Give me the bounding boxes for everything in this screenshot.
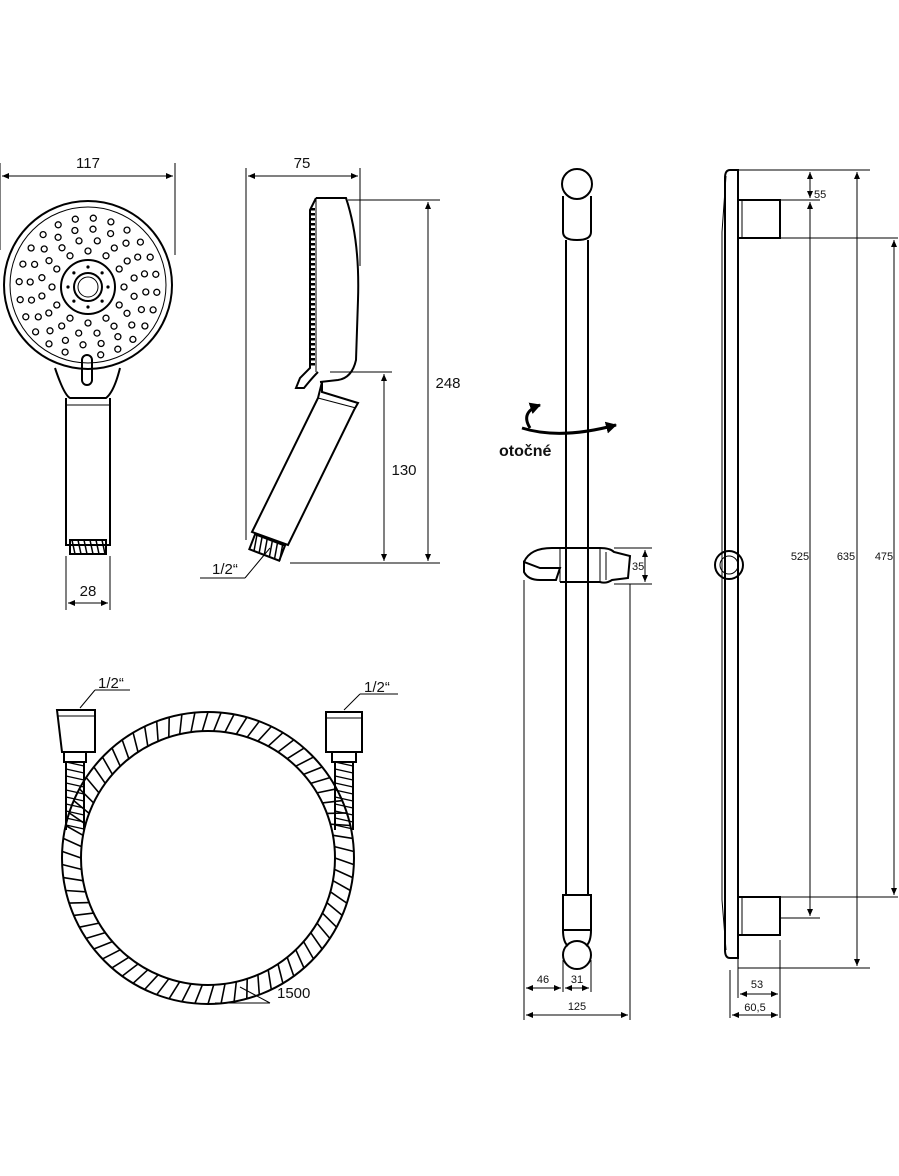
dim-handle-diameter: 28 <box>80 583 97 600</box>
label-thread-side: 1/2“ <box>212 561 238 578</box>
dim-wall-53: 53 <box>751 979 763 991</box>
dim-head-width: 117 <box>76 155 100 172</box>
dim-offset-31: 31 <box>571 974 583 986</box>
hand-shower-front-view: 117 28 <box>0 155 176 610</box>
dim-handle-height: 130 <box>391 462 416 479</box>
dim-wall-60-5: 60,5 <box>744 1002 765 1014</box>
dim-side-width: 75 <box>294 155 311 172</box>
shower-hose: 1/2“ 1/2“ 1500 <box>55 675 398 1005</box>
label-rotation: otočné <box>499 443 552 460</box>
hose-coil <box>61 711 355 1005</box>
dim-rail-635: 635 <box>837 551 855 563</box>
nozzle-pattern <box>15 214 161 359</box>
hand-shower-side-view: 75 1/2“ 248 130 <box>200 155 461 579</box>
thread-side <box>248 532 287 562</box>
label-hose-thread-right: 1/2“ <box>364 679 390 696</box>
label-hose-thread-left: 1/2“ <box>98 675 124 692</box>
label-hose-length: 1500 <box>277 985 310 1002</box>
side-nozzle-row <box>311 208 315 366</box>
dim-total-height: 248 <box>435 375 460 392</box>
dim-holder-height: 35 <box>632 561 644 573</box>
dim-bracket-55: 55 <box>814 189 826 201</box>
slide-rail-side-view: 55 525 635 475 53 60,5 <box>714 169 898 1018</box>
dim-rail-525: 525 <box>791 551 809 563</box>
slide-rail-front-view: otočné 35 46 31 125 <box>499 168 652 1020</box>
dim-offset-46: 46 <box>537 974 549 986</box>
dim-depth-125: 125 <box>568 1001 586 1013</box>
dim-rail-475: 475 <box>875 551 893 563</box>
thread-front <box>71 539 106 555</box>
